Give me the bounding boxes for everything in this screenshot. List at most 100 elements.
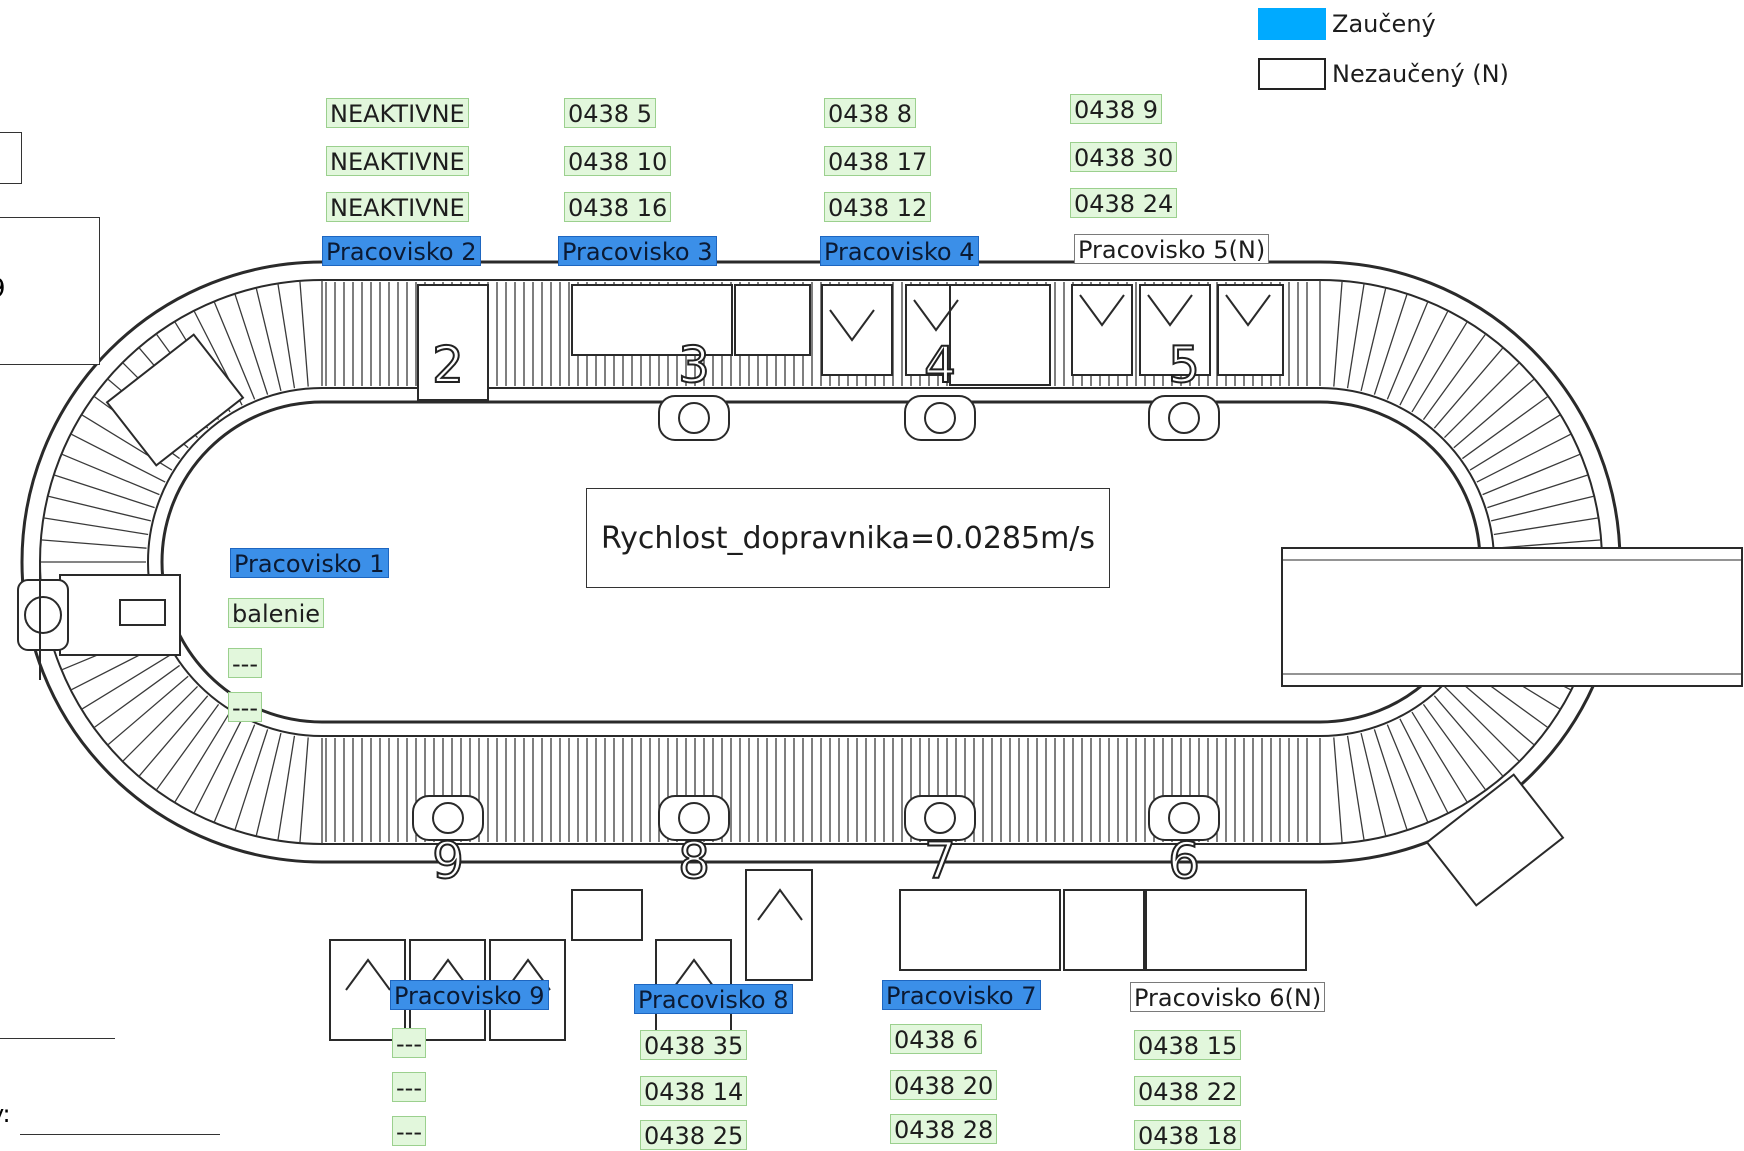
roller <box>1373 729 1408 831</box>
roller <box>70 433 166 483</box>
roller <box>61 453 160 496</box>
station-5-label[interactable]: Pracovisko 5(N) <box>1074 234 1270 264</box>
left-fragment-line-2 <box>20 1134 220 1135</box>
station-number-4: 4 <box>924 336 956 394</box>
station-1-item-1: balenie <box>228 598 325 628</box>
roller <box>1422 704 1487 791</box>
roller <box>1482 453 1581 496</box>
station-8-label[interactable]: Pracovisko 8 <box>634 984 793 1014</box>
packing-station <box>17 560 181 680</box>
roller <box>174 711 231 803</box>
station-number-5: 5 <box>1168 336 1200 394</box>
roller <box>107 675 189 746</box>
roller <box>1493 517 1599 536</box>
station-5-item-1: 0438 9 <box>1070 94 1162 124</box>
worker-head <box>924 402 956 434</box>
station-3-item-1: 0438 5 <box>564 98 656 128</box>
station-number-7: 7 <box>924 832 956 890</box>
station-table <box>571 889 643 941</box>
roller <box>1495 539 1602 549</box>
station-table <box>745 869 813 981</box>
roller <box>1476 433 1572 483</box>
station-table <box>1071 284 1133 376</box>
roller <box>93 664 180 729</box>
station-9-item-2: --- <box>392 1072 426 1102</box>
left-fragment-box-top <box>0 132 22 184</box>
roller <box>47 495 152 522</box>
station-4-item-1: 0438 8 <box>824 98 916 128</box>
bin <box>757 888 803 921</box>
station-6-item-3: 0438 18 <box>1134 1120 1242 1150</box>
station-7-item-3: 0438 28 <box>890 1114 998 1144</box>
station-3-label[interactable]: Pracovisko 3 <box>558 236 717 266</box>
roller <box>1411 711 1468 803</box>
station-table <box>734 284 811 356</box>
station-table <box>417 284 489 401</box>
corner-table-left <box>105 333 245 467</box>
station-table <box>571 284 733 356</box>
roller <box>255 287 282 392</box>
roller <box>1443 685 1520 762</box>
station-2-item-3: NEAKTIVNE <box>326 192 469 222</box>
station-7-label[interactable]: Pracovisko 7 <box>882 980 1041 1010</box>
station-6-item-2: 0438 22 <box>1134 1076 1242 1106</box>
station-6-label[interactable]: Pracovisko 6(N) <box>1130 982 1326 1012</box>
roller <box>1373 293 1408 395</box>
station-table <box>899 889 1061 971</box>
roller <box>234 729 269 831</box>
station-1-label[interactable]: Pracovisko 1 <box>230 548 389 578</box>
worker-head <box>678 402 710 434</box>
worker-head <box>432 802 464 834</box>
conveyor-speed-text: Rychlost_dopravnika=0.0285m/s <box>600 520 1096 556</box>
station-9-item-3: --- <box>392 1116 426 1146</box>
station-number-2: 2 <box>432 336 464 394</box>
roller <box>1487 474 1589 509</box>
left-fragment-digit: 9 <box>0 274 6 304</box>
station-3-item-2: 0438 10 <box>564 146 672 176</box>
roller <box>1346 735 1365 841</box>
bin <box>913 299 959 332</box>
roller <box>138 695 209 777</box>
station-2-item-1: NEAKTIVNE <box>326 98 469 128</box>
station-8-item-2: 0438 14 <box>640 1076 748 1106</box>
roller <box>234 293 269 395</box>
side-table <box>1281 547 1743 687</box>
station-4-label[interactable]: Pracovisko 4 <box>820 236 979 266</box>
station-1-item-3: --- <box>228 692 262 722</box>
station-4-item-2: 0438 17 <box>824 146 932 176</box>
legend-trained-label: Zaučený <box>1332 10 1436 38</box>
station-2-label[interactable]: Pracovisko 2 <box>322 236 481 266</box>
roller <box>299 280 309 387</box>
corner-table-right <box>1425 773 1565 907</box>
station-4-item-3: 0438 12 <box>824 192 932 222</box>
roller <box>1346 283 1365 389</box>
station-9-label[interactable]: Pracovisko 9 <box>390 980 549 1010</box>
conveyor-loop <box>20 260 1622 864</box>
roller <box>1443 362 1520 439</box>
station-8-item-1: 0438 35 <box>640 1030 748 1060</box>
worker-head <box>924 802 956 834</box>
roller <box>277 735 296 841</box>
worker-head <box>1168 402 1200 434</box>
station-5-item-3: 0438 24 <box>1070 188 1178 218</box>
station-3-item-3: 0438 16 <box>564 192 672 222</box>
roller <box>1433 695 1504 777</box>
roller <box>1360 732 1387 837</box>
legend-untrained-label: Nezaučený (N) <box>1332 60 1509 88</box>
legend-untrained-swatch <box>1258 58 1326 90</box>
roller <box>193 718 243 814</box>
roller <box>213 301 256 400</box>
left-fragment-box: 9 <box>0 217 100 365</box>
station-number-8: 8 <box>678 832 710 890</box>
roller <box>1411 321 1468 413</box>
roller <box>255 732 282 837</box>
roller <box>299 737 309 844</box>
roller <box>1462 395 1549 460</box>
roller <box>1360 287 1387 392</box>
roller <box>1433 347 1504 429</box>
legend-untrained: Nezaučený (N) <box>1258 58 1509 90</box>
roller <box>122 685 199 762</box>
worker-head <box>678 802 710 834</box>
station-table <box>821 284 893 376</box>
roller <box>1333 737 1343 844</box>
